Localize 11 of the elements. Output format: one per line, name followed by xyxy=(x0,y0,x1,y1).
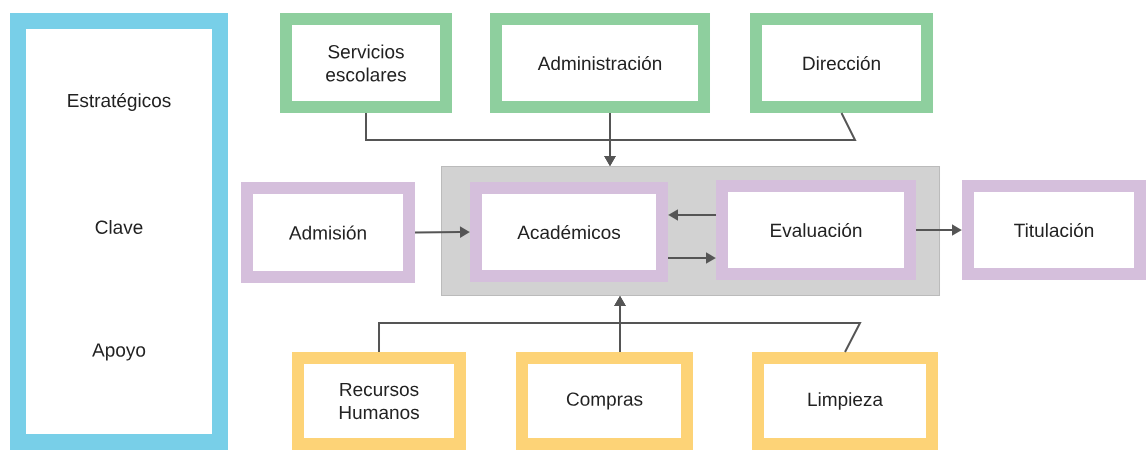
process-box: Administración xyxy=(490,13,710,113)
process-box: Titulación xyxy=(962,180,1146,280)
process-box: Servicios escolares xyxy=(280,13,452,113)
process-box: Dirección xyxy=(750,13,933,113)
process-box: Académicos xyxy=(470,182,668,282)
process-box: Limpieza xyxy=(752,352,938,450)
category-box: Estratégicos Clave Apoyo xyxy=(10,13,228,450)
process-box: Compras xyxy=(516,352,693,450)
process-box: Admisión xyxy=(241,182,415,283)
process-box: Recursos Humanos xyxy=(292,352,466,450)
process-box: Evaluación xyxy=(716,180,916,280)
